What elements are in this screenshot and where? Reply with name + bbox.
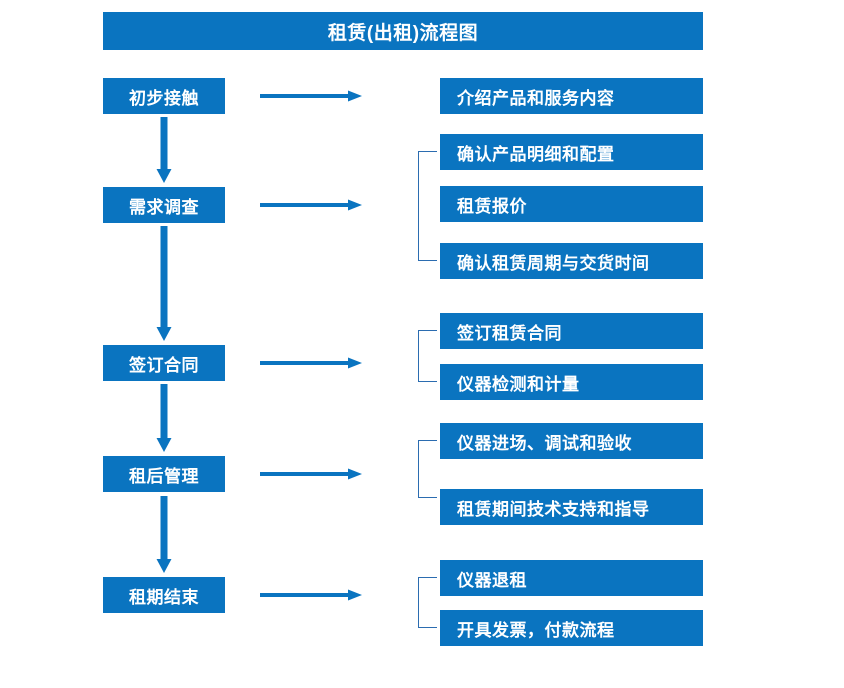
stage-box-initial-contact[interactable]: 初步接触 bbox=[103, 78, 225, 114]
detail-box-confirm-product-details-config[interactable]: 确认产品明细和配置 bbox=[440, 134, 703, 170]
detail-box-instrument-return[interactable]: 仪器退租 bbox=[440, 560, 703, 596]
stage-box-post-rental-management[interactable]: 租后管理 bbox=[103, 456, 225, 492]
detail-box-invoice-payment-process[interactable]: 开具发票，付款流程 bbox=[440, 610, 703, 646]
stage-box-rental-end[interactable]: 租期结束 bbox=[103, 577, 225, 613]
bracket-group-aftercare bbox=[418, 440, 437, 498]
detail-box-introduce-products-services[interactable]: 介绍产品和服务内容 bbox=[440, 78, 703, 114]
detail-box-sign-rental-contract[interactable]: 签订租赁合同 bbox=[440, 313, 703, 349]
stage-box-sign-contract[interactable]: 签订合同 bbox=[103, 345, 225, 381]
arrow-down-icon-stage-3-to-4 bbox=[156, 384, 172, 452]
stage-box-requirement-survey[interactable]: 需求调查 bbox=[103, 187, 225, 223]
arrow-right-icon-stage-2 bbox=[260, 199, 362, 211]
detail-box-confirm-rental-period-delivery[interactable]: 确认租赁周期与交货时间 bbox=[440, 243, 703, 279]
arrow-right-icon-stage-1 bbox=[260, 90, 362, 102]
diagram-title: 租赁(出租)流程图 bbox=[103, 12, 703, 50]
arrow-down-icon-stage-1-to-2 bbox=[156, 117, 172, 183]
detail-box-instrument-inspection-metrology[interactable]: 仪器检测和计量 bbox=[440, 364, 703, 400]
bracket-group-closing bbox=[418, 577, 437, 628]
arrow-right-icon-stage-5 bbox=[260, 589, 362, 601]
detail-box-technical-support-guidance[interactable]: 租赁期间技术支持和指导 bbox=[440, 489, 703, 525]
arrow-right-icon-stage-4 bbox=[260, 468, 362, 480]
detail-box-instrument-entry-debug-acceptance[interactable]: 仪器进场、调试和验收 bbox=[440, 423, 703, 459]
bracket-group-contract bbox=[418, 330, 437, 382]
detail-box-rental-quotation[interactable]: 租赁报价 bbox=[440, 186, 703, 222]
arrow-down-icon-stage-2-to-3 bbox=[156, 226, 172, 341]
arrow-right-icon-stage-3 bbox=[260, 357, 362, 369]
arrow-down-icon-stage-4-to-5 bbox=[156, 496, 172, 573]
bracket-group-requirements bbox=[418, 151, 437, 261]
